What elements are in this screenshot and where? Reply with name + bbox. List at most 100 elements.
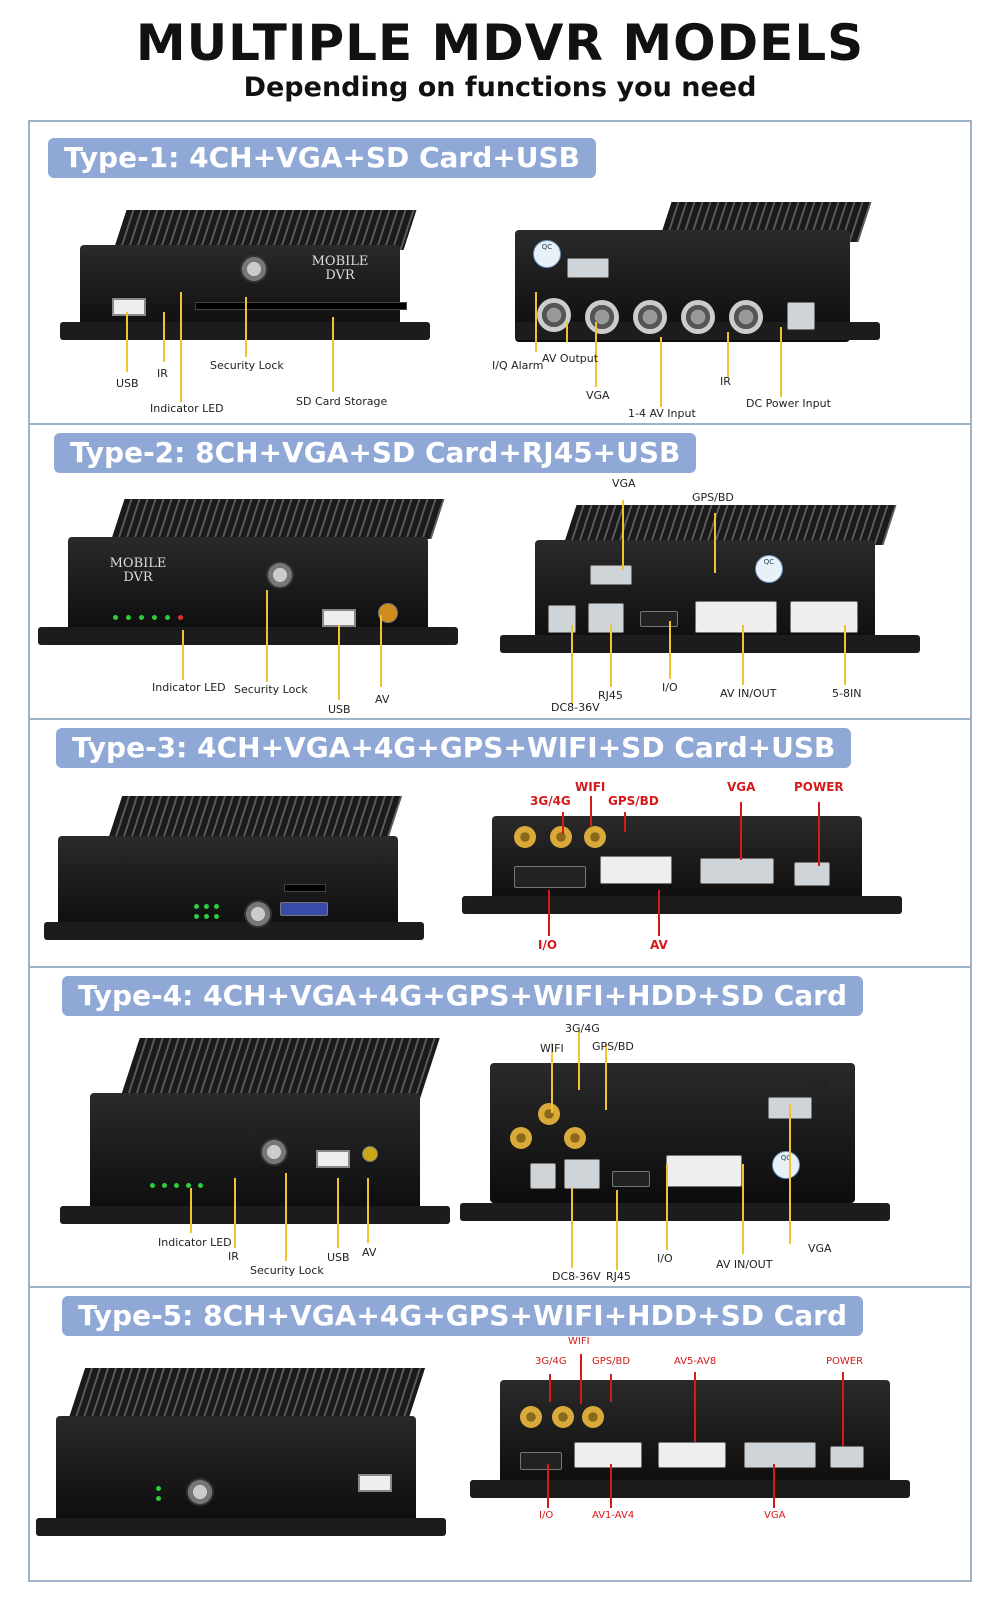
device-type-3-rear <box>462 816 902 926</box>
vga-port <box>567 258 609 278</box>
label-sd-card-storage: SD Card Storage <box>296 395 388 408</box>
device-type-4-front <box>60 1038 450 1238</box>
av-input-connector-2 <box>633 300 667 334</box>
sd-slot-3 <box>280 902 328 916</box>
label-usb: USB <box>116 377 139 390</box>
badge-type-1: Type-1: 4CH+VGA+SD Card+USB <box>48 138 596 178</box>
label-usb-4: USB <box>327 1251 350 1264</box>
panel-type-4: Type-4: 4CH+VGA+4G+GPS+WIFI+HDD+SD Card … <box>28 966 972 1288</box>
usb-port-4 <box>316 1150 350 1168</box>
label-usb-2: USB <box>328 703 351 716</box>
panel-type-3: Type-3: 4CH+VGA+4G+GPS+WIFI+SD Card+USB … <box>28 718 972 968</box>
label-vga-2: VGA <box>612 477 636 490</box>
antenna-3g4g-icon-4 <box>538 1103 560 1125</box>
usb-port <box>112 298 146 316</box>
label-indicator-led: Indicator LED <box>150 402 224 415</box>
label-wifi-5: WIFI <box>568 1336 590 1347</box>
device-type-1-rear: QC <box>515 202 885 372</box>
power-port-5 <box>830 1446 864 1468</box>
power-port-3 <box>794 862 830 886</box>
label-power-5: POWER <box>826 1356 864 1367</box>
security-lock-icon-4 <box>260 1138 288 1166</box>
label-av-3: AV <box>650 938 668 952</box>
label-io-4: I/O <box>657 1252 673 1265</box>
sd-card-slot <box>195 302 407 310</box>
av-input-connector-3 <box>681 300 715 334</box>
label-av-in-out-4: AV IN/OUT <box>716 1258 773 1271</box>
label-io-2: I/O <box>662 681 678 694</box>
label-io-5: I/O <box>539 1510 554 1521</box>
rj45-port-2 <box>588 603 624 633</box>
antenna-gps-icon <box>584 826 606 848</box>
io-port-2 <box>640 611 678 627</box>
av1-av4-port-5 <box>574 1442 642 1468</box>
antenna-3g4g-icon <box>514 826 536 848</box>
security-lock-icon-3 <box>244 900 272 928</box>
av-input-connector-4 <box>729 300 763 334</box>
io-port-3 <box>514 866 586 888</box>
av-port-2 <box>378 603 398 623</box>
label-vga: VGA <box>586 389 610 402</box>
av-input-connector-1 <box>585 300 619 334</box>
dc-port-4 <box>530 1163 556 1189</box>
label-gps-bd-5: GPS/BD <box>592 1356 631 1367</box>
antenna-gps-icon-4 <box>564 1127 586 1149</box>
label-power-3: POWER <box>794 780 844 794</box>
label-indicator-led-4: Indicator LED <box>158 1236 232 1249</box>
badge-type-4: Type-4: 4CH+VGA+4G+GPS+WIFI+HDD+SD Card <box>62 976 864 1016</box>
device-type-3-front <box>44 796 424 956</box>
io-port-4 <box>612 1171 650 1187</box>
label-rj45-4: RJ45 <box>606 1270 631 1283</box>
label-wifi-4: WIFI <box>540 1042 564 1055</box>
label-av1-av4-5: AV1-AV4 <box>592 1510 635 1521</box>
label-ir-rear: IR <box>720 375 731 388</box>
label-dc8-36v-4: DC8-36V <box>552 1270 601 1283</box>
security-lock-icon <box>240 255 268 283</box>
vga-port-2 <box>590 565 632 585</box>
panel-type-5: Type-5: 8CH+VGA+4G+GPS+WIFI+HDD+SD Card … <box>28 1286 972 1582</box>
label-vga-5: VGA <box>764 1510 786 1521</box>
label-io-3: I/O <box>538 938 558 952</box>
av5-av8-port-5 <box>658 1442 726 1468</box>
device-type-5-front <box>36 1368 446 1548</box>
label-indicator-led-2: Indicator LED <box>152 681 226 694</box>
av-in-out-port-4 <box>666 1155 742 1187</box>
antenna-wifi-icon-5 <box>552 1406 574 1428</box>
qc-passed-icon: QC <box>533 240 561 268</box>
label-security-lock-2: Security Lock <box>234 683 308 696</box>
label-vga-4: VGA <box>808 1242 832 1255</box>
av-5-8-in-port-2 <box>790 601 858 633</box>
io-port-5 <box>520 1452 562 1470</box>
security-lock-icon-2 <box>266 561 294 589</box>
vga-port-3 <box>700 858 774 884</box>
badge-type-3: Type-3: 4CH+VGA+4G+GPS+WIFI+SD Card+USB <box>56 728 852 768</box>
label-av-4: AV <box>362 1246 377 1259</box>
label-ir: IR <box>157 367 168 380</box>
sim-slot-3 <box>284 884 326 892</box>
label-io-alarm: I/Q Alarm <box>492 359 544 372</box>
av-in-out-port-2 <box>695 601 777 633</box>
qc-passed-icon-4: QC <box>772 1151 800 1179</box>
label-dc-power-input: DC Power Input <box>746 397 831 410</box>
label-gps-bd-4: GPS/BD <box>592 1040 634 1053</box>
badge-type-2: Type-2: 8CH+VGA+SD Card+RJ45+USB <box>54 433 697 473</box>
usb-port-5 <box>358 1474 392 1492</box>
label-vga-3: VGA <box>727 780 756 794</box>
label-dc8-36v-2: DC8-36V <box>551 701 600 714</box>
vga-port-5 <box>744 1442 816 1468</box>
label-av-2: AV <box>375 693 390 706</box>
label-security-lock-4: Security Lock <box>250 1264 324 1277</box>
antenna-3g4g-icon-5 <box>520 1406 542 1428</box>
device-type-2-rear: QC <box>500 505 920 670</box>
av-port-3 <box>600 856 672 884</box>
label-vga-4-top: VGA <box>806 1078 830 1091</box>
label-rj45-2: RJ45 <box>598 689 623 702</box>
label-av5-av8-5: AV5-AV8 <box>674 1356 717 1367</box>
antenna-wifi-icon <box>550 826 572 848</box>
label-3g4g-5: 3G/4G <box>535 1356 567 1367</box>
dc-power-port <box>787 302 815 330</box>
